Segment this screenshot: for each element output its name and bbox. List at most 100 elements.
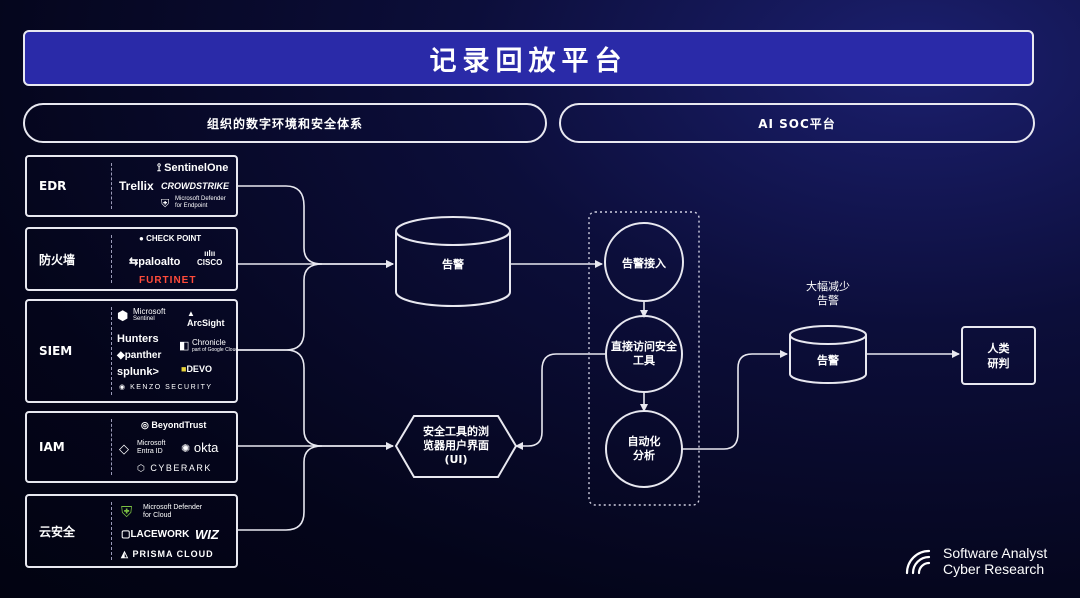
tools-ui-hexagon	[394, 415, 518, 478]
divider	[111, 163, 112, 209]
section-left-header: 组织的数字环境和安全体系	[23, 103, 547, 143]
paloalto-icon: ⇆	[129, 256, 139, 268]
panther-icon: ◆	[117, 350, 125, 361]
human-review-label: 人类 研判	[962, 341, 1035, 371]
siem-logos: ⬢ Microsoft Sentinel ▲ ArcSight Hunters …	[115, 301, 238, 401]
devo-icon: ■	[181, 364, 187, 374]
edr-connector	[238, 185, 394, 268]
wifi-signal-icon	[905, 549, 931, 575]
auto-analysis-label: 自动化 分析	[605, 435, 683, 463]
beyondtrust-logo: ◎ BeyondTrust	[141, 420, 207, 430]
trellix-logo: Trellix	[119, 179, 154, 193]
section-right-header: AI SOC平台	[559, 103, 1035, 143]
category-siem: SIEM ⬢ Microsoft Sentinel ▲ ArcSight Hun…	[25, 299, 238, 403]
reduced-alerts-caption: 大幅减少 告警	[784, 280, 872, 308]
arcsight-icon: ▲	[187, 309, 195, 318]
watermark-line-1: Software Analyst	[943, 545, 1048, 561]
tools-ui-label: 安全工具的浏 览器用户界面 (UI)	[404, 425, 508, 467]
prisma-icon: ◭	[121, 549, 129, 559]
entra-icon: ◇	[119, 441, 129, 456]
category-edr: EDR ⟟ SentinelOne Trellix CROWDSTRIKE ⛨ …	[25, 155, 238, 217]
human-line-1: 人类	[987, 342, 1010, 355]
cyberark-icon: ⬡	[137, 463, 147, 473]
siem-connector-up	[238, 263, 323, 351]
okta-logo: ✺ okta	[181, 440, 219, 455]
watermark-line-2: Cyber Research	[943, 561, 1045, 577]
chronicle-icon: ◧	[179, 340, 190, 352]
category-firewall-label: 防火墙	[39, 252, 76, 267]
alerts-db-label: 告警	[442, 258, 464, 271]
defender-endpoint-logo: ⛨ Microsoft Defender for Endpoint	[161, 196, 226, 210]
tools-ui-line-3: (UI)	[444, 453, 468, 466]
cyberark-logo: ⬡ CYBERARK	[137, 463, 212, 473]
wiz-logo: WIZ	[195, 527, 219, 542]
crowdstrike-logo: CROWDSTRIKE	[161, 181, 229, 191]
arcsight-logo: ▲ ArcSight	[187, 309, 225, 328]
category-cloud-security: 云安全 ⛨ Microsoft Defender for Cloud ▢LACE…	[25, 494, 238, 568]
category-iam-label: IAM	[39, 440, 65, 454]
alerts-database-icon	[395, 216, 511, 307]
lock-shield-icon: ⛨	[121, 504, 133, 521]
reduced-db-label: 告警	[817, 354, 839, 367]
alert-intake-circle	[604, 222, 684, 302]
fortinet-logo: FURTINET	[139, 275, 197, 286]
direct-access-label: 直接访问安全 工具	[605, 340, 683, 368]
direct-access-line-2: 工具	[633, 354, 655, 367]
cisco-logo: ıılıı CISCO	[197, 249, 223, 267]
firewall-logos: ● CHECK POINT ⇆paloalto ıılıı CISCO FURT…	[115, 229, 232, 289]
devo-logo: ■DEVO	[181, 364, 212, 374]
beyondtrust-icon: ◎	[141, 420, 149, 430]
tools-ui-line-2: 览器用户界面	[423, 439, 489, 452]
kenzo-logo: ◉ KENZO SECURITY	[119, 384, 213, 391]
divider	[111, 419, 112, 475]
entra-id-logo: ◇ Microsoft Entra ID	[119, 440, 166, 456]
lacework-logo: ▢LACEWORK	[121, 529, 190, 540]
checkpoint-icon: ●	[139, 234, 144, 243]
auto-to-reduced-arrow	[682, 350, 788, 450]
paloalto-logo: ⇆paloalto	[129, 256, 181, 268]
direct-access-line-1: 直接访问安全	[611, 340, 677, 353]
tools-ui-line-1: 安全工具的浏	[423, 425, 489, 438]
alert-intake-label: 告警接入	[622, 257, 666, 270]
iam-logos: ◎ BeyondTrust ◇ Microsoft Entra ID ✺ okt…	[115, 413, 232, 481]
ai-soc-frame	[588, 211, 700, 506]
sentinel-icon: ⬢	[117, 308, 129, 323]
category-iam: IAM ◎ BeyondTrust ◇ Microsoft Entra ID ✺…	[25, 411, 238, 483]
category-siem-label: SIEM	[39, 344, 73, 358]
divider	[111, 235, 112, 283]
siem-connector-down	[238, 349, 394, 450]
reduced-caption-line-2: 告警	[817, 294, 839, 307]
chronicle-logo: ◧ Chronicle part of Google Cloud	[179, 338, 239, 354]
direct-to-ui-arrow	[515, 353, 605, 450]
human-review-box	[961, 326, 1036, 385]
prisma-cloud-logo: ◭ PRISMA CLOUD	[121, 549, 214, 559]
shield-icon: ⛨	[161, 198, 170, 210]
okta-icon: ✺	[181, 443, 191, 455]
edr-logos: ⟟ SentinelOne Trellix CROWDSTRIKE ⛨ Micr…	[115, 157, 232, 215]
cloud-logos: ⛨ Microsoft Defender for Cloud ▢LACEWORK…	[115, 496, 232, 566]
panther-logo: ◆panther	[117, 350, 162, 361]
auto-analysis-line-1: 自动化	[627, 435, 661, 448]
page-title: 记录回放平台	[23, 30, 1034, 86]
kenzo-icon: ◉	[119, 384, 127, 391]
direct-access-circle	[605, 315, 683, 393]
category-firewall: 防火墙 ● CHECK POINT ⇆paloalto ıılıı CISCO …	[25, 227, 238, 291]
human-line-2: 研判	[987, 357, 1010, 370]
cloud-connector	[238, 445, 323, 531]
lacework-icon: ▢	[121, 529, 131, 540]
software-analyst-watermark: Software Analyst Cyber Research	[903, 545, 1047, 577]
reduced-alerts-database-icon	[789, 325, 867, 384]
hunters-logo: Hunters	[117, 333, 159, 345]
auto-analysis-line-2: 分析	[633, 449, 655, 462]
checkpoint-logo: ● CHECK POINT	[139, 234, 202, 243]
divider	[111, 502, 112, 560]
divider	[111, 307, 112, 395]
category-edr-label: EDR	[39, 179, 67, 193]
defender-cloud-logo: ⛨ Microsoft Defender for Cloud	[121, 504, 203, 521]
reduced-caption-line-1: 大幅减少	[806, 280, 850, 293]
sentinelone-logo: ⟟ SentinelOne	[157, 162, 229, 174]
cisco-icon: ıılıı	[204, 249, 216, 258]
auto-analysis-circle	[605, 410, 683, 488]
splunk-logo: splunk>	[117, 366, 159, 378]
